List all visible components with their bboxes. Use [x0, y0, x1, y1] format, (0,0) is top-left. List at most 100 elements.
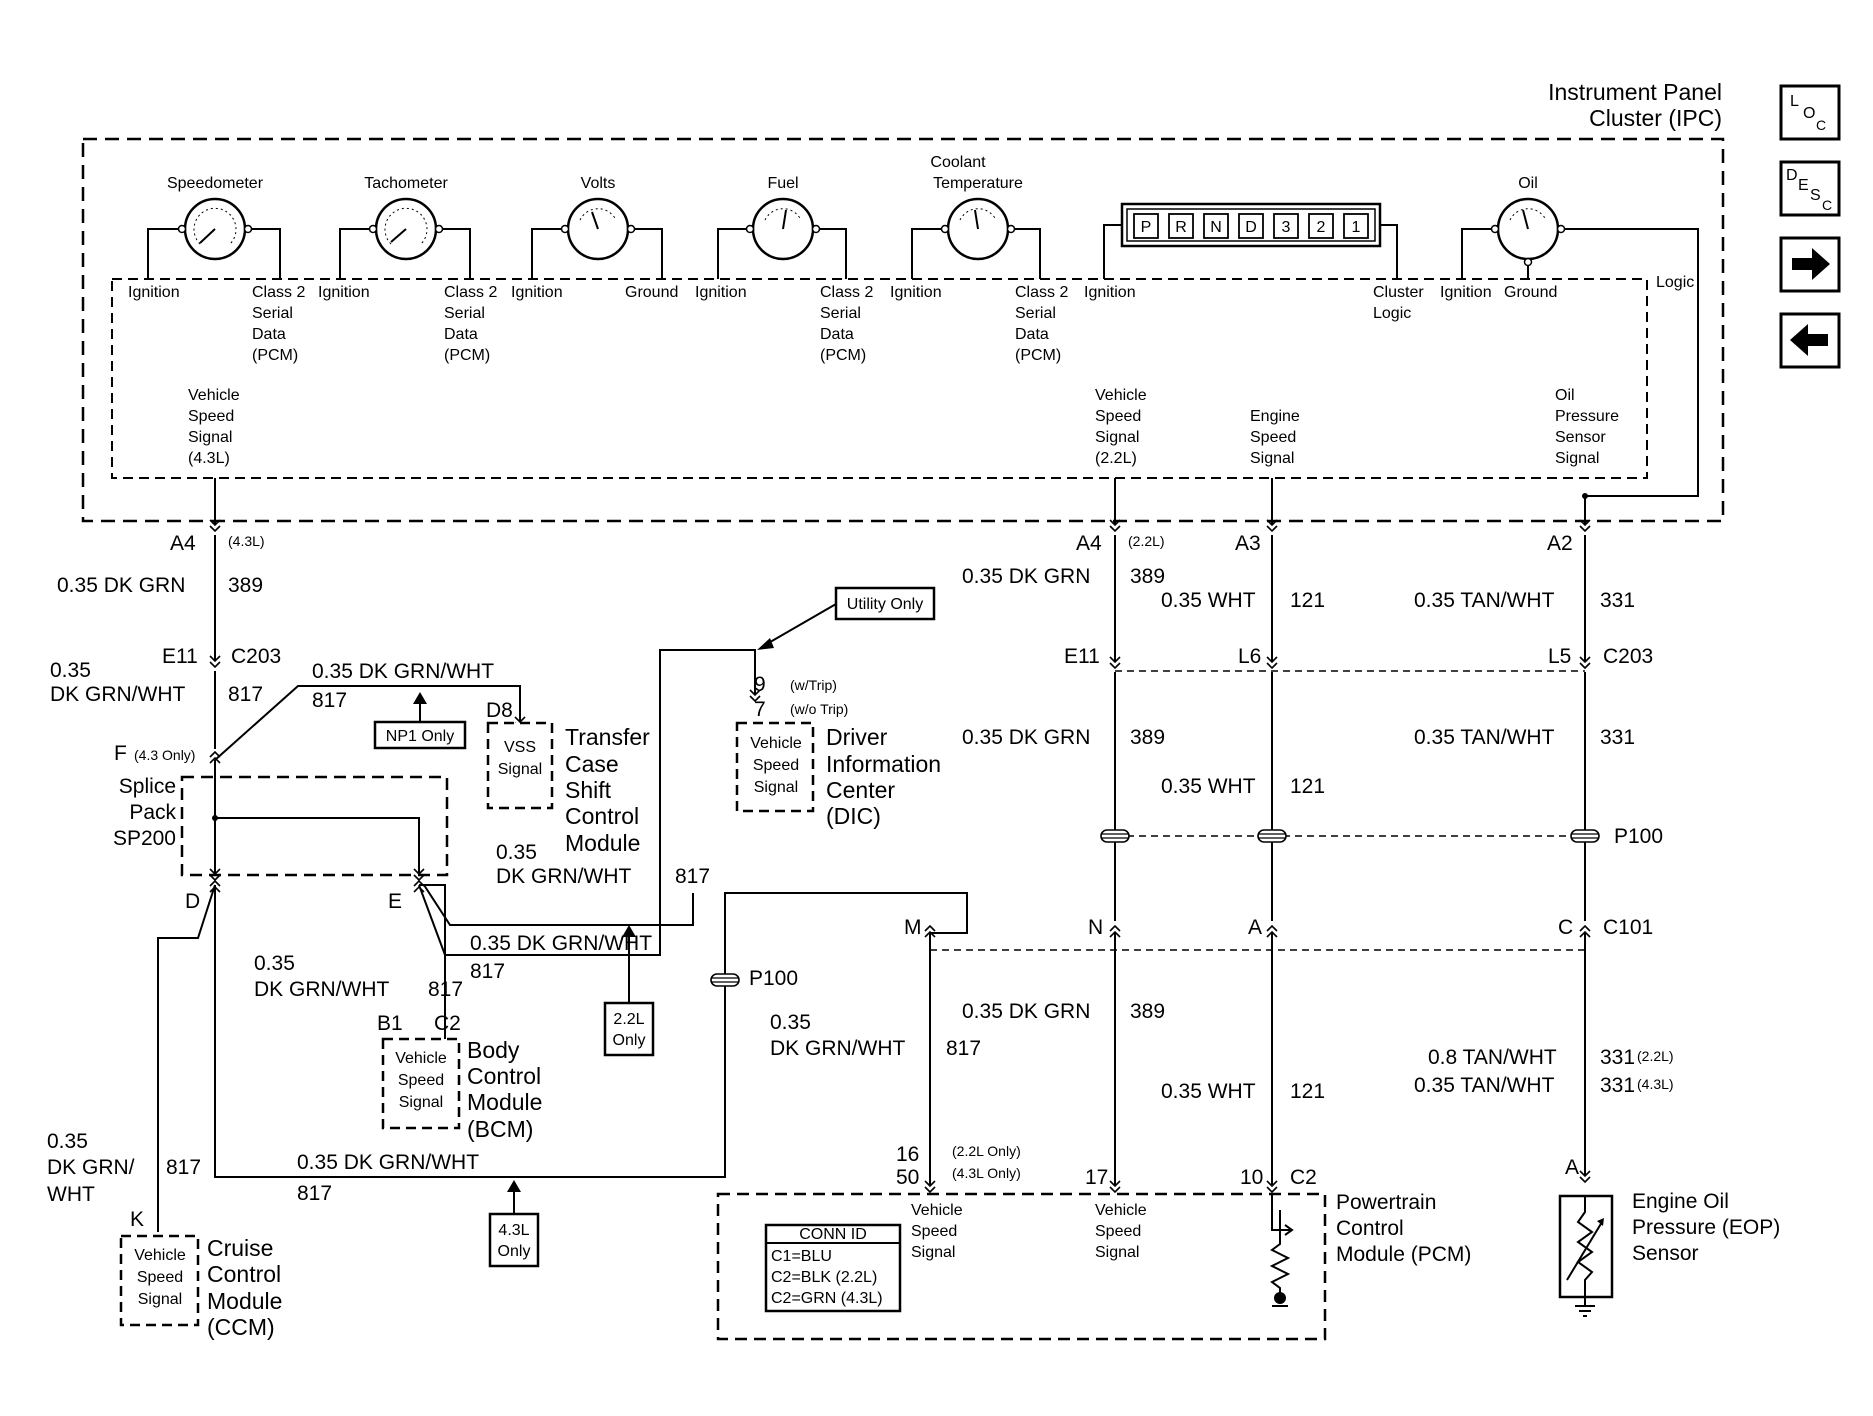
svg-text:A: A [1565, 1156, 1579, 1179]
svg-text:Speed: Speed [188, 408, 234, 425]
svg-text:Class 2: Class 2 [820, 284, 873, 301]
svg-text:(2.2L Only): (2.2L Only) [952, 1143, 1021, 1159]
volts-label: Volts [581, 175, 616, 192]
svg-text:(4.3L): (4.3L) [188, 450, 230, 467]
svg-text:0.35 DK GRN: 0.35 DK GRN [57, 574, 185, 597]
svg-text:(PCM): (PCM) [820, 347, 866, 364]
svg-text:Module: Module [207, 1288, 282, 1314]
ipc-title-1: Instrument Panel [1548, 79, 1722, 105]
svg-text:Vehicle: Vehicle [188, 387, 240, 404]
svg-text:(PCM): (PCM) [252, 347, 298, 364]
svg-text:Ignition: Ignition [1084, 284, 1136, 301]
svg-text:Driver: Driver [826, 724, 888, 750]
svg-text:Speed: Speed [1095, 1223, 1141, 1240]
needle-icon [1522, 209, 1529, 230]
next-arrow-button[interactable] [1779, 236, 1841, 293]
fuel-label: Fuel [767, 175, 798, 192]
svg-text:17: 17 [1085, 1166, 1108, 1189]
gear-indicator-box [1273, 213, 1299, 239]
tachometer: Tachometer Ignition Class 2 Serial Data … [318, 175, 497, 364]
svg-text:(w/Trip): (w/Trip) [790, 677, 837, 693]
svg-text:Control: Control [565, 803, 639, 829]
svg-text:DK GRN/WHT: DK GRN/WHT [496, 865, 631, 888]
svg-text:817: 817 [312, 689, 347, 712]
svg-text:0.35 DK GRN/WHT: 0.35 DK GRN/WHT [470, 932, 652, 955]
svg-text:Body: Body [467, 1037, 520, 1063]
svg-text:331: 331 [1600, 589, 1635, 612]
svg-text:Center: Center [826, 777, 895, 803]
svg-text:Only: Only [613, 1032, 646, 1049]
svg-text:Vehicle: Vehicle [750, 735, 802, 752]
svg-text:Ignition: Ignition [695, 284, 747, 301]
svg-text:0.35 TAN/WHT: 0.35 TAN/WHT [1414, 1074, 1555, 1097]
svg-text:(2.2L): (2.2L) [1095, 450, 1137, 467]
speedo-ignition: Ignition [128, 284, 180, 301]
svg-text:331: 331 [1600, 1074, 1635, 1097]
svg-text:Module (PCM): Module (PCM) [1336, 1243, 1471, 1266]
svg-text:Ignition: Ignition [511, 284, 563, 301]
svg-text:C2: C2 [434, 1012, 461, 1035]
svg-text:(2.2L): (2.2L) [1637, 1048, 1674, 1064]
left-arrow-icon [1790, 324, 1828, 356]
oil-gauge: Oil Ignition Ground Logic [1440, 175, 1699, 508]
needle-icon [591, 211, 599, 230]
svg-text:0.35 DK GRN: 0.35 DK GRN [962, 565, 1090, 588]
svg-text:(PCM): (PCM) [1015, 347, 1061, 364]
svg-text:(4.3 Only): (4.3 Only) [134, 747, 195, 763]
np1-note: NP1 Only [373, 692, 467, 750]
svg-text:Control: Control [1336, 1217, 1404, 1240]
coolant-label-2: Temperature [933, 175, 1023, 192]
coolant-temperature-gauge: Coolant Temperature Ignition Class 2 Ser… [890, 154, 1068, 364]
connector-bars [930, 670, 1585, 951]
tachometer-label: Tachometer [364, 175, 448, 192]
desc-letter-s: S [1810, 187, 1821, 204]
eop-sensor-symbol [1558, 1194, 1614, 1317]
svg-text:C203: C203 [1603, 645, 1653, 668]
svg-text:Logic: Logic [1656, 274, 1694, 291]
svg-text:Signal: Signal [138, 1291, 182, 1308]
svg-text:Speed: Speed [1095, 408, 1141, 425]
svg-text:(BCM): (BCM) [467, 1116, 533, 1142]
svg-text:0.35 WHT: 0.35 WHT [1161, 589, 1256, 612]
svg-text:Logic: Logic [1373, 305, 1411, 322]
svg-text:Data: Data [1015, 326, 1049, 343]
svg-text:(PCM): (PCM) [444, 347, 490, 364]
svg-text:331: 331 [1600, 1046, 1635, 1069]
svg-text:389: 389 [1130, 565, 1165, 588]
svg-text:Vehicle: Vehicle [911, 1202, 963, 1219]
svg-text:817: 817 [675, 865, 710, 888]
coolant-label-1: Coolant [930, 154, 986, 171]
svg-text:Signal: Signal [188, 429, 232, 446]
svg-text:Control: Control [467, 1063, 541, 1089]
ipc-inner-outline [111, 278, 1648, 479]
wire-labels: A4 (4.3L) 0.35 DK GRN 389 E11 C203 0.35 … [47, 532, 1780, 1340]
loc-letter-o: O [1803, 105, 1815, 122]
svg-text:L5: L5 [1548, 645, 1571, 668]
svg-text:Speed: Speed [398, 1072, 444, 1089]
svg-text:Serial: Serial [820, 305, 861, 322]
svg-text:0.35: 0.35 [50, 659, 91, 682]
gear-indicator-letter: N [1210, 219, 1222, 236]
svg-text:Speed: Speed [1250, 429, 1296, 446]
svg-text:817: 817 [428, 978, 463, 1001]
only22-note: 2.2L Only [603, 925, 655, 1057]
up-arrow-icon [413, 692, 427, 704]
oil-label: Oil [1518, 175, 1538, 192]
svg-text:0.35 DK GRN/WHT: 0.35 DK GRN/WHT [297, 1151, 479, 1174]
loc-button[interactable]: L O C [1779, 84, 1841, 141]
svg-text:817: 817 [166, 1156, 201, 1179]
svg-text:0.35 WHT: 0.35 WHT [1161, 1080, 1256, 1103]
svg-text:0.35 WHT: 0.35 WHT [1161, 775, 1256, 798]
svg-text:0.35: 0.35 [770, 1011, 811, 1034]
svg-text:(4.3L Only): (4.3L Only) [952, 1165, 1021, 1181]
svg-text:389: 389 [228, 574, 263, 597]
svg-text:C2=BLK (2.2L): C2=BLK (2.2L) [771, 1269, 877, 1286]
svg-text:Module: Module [565, 830, 640, 856]
svg-text:D8: D8 [486, 699, 513, 722]
prev-arrow-button[interactable] [1779, 312, 1841, 369]
svg-text:Signal: Signal [1095, 429, 1139, 446]
right-arrow-icon [1792, 248, 1830, 280]
desc-button[interactable]: D E S C [1779, 160, 1841, 217]
